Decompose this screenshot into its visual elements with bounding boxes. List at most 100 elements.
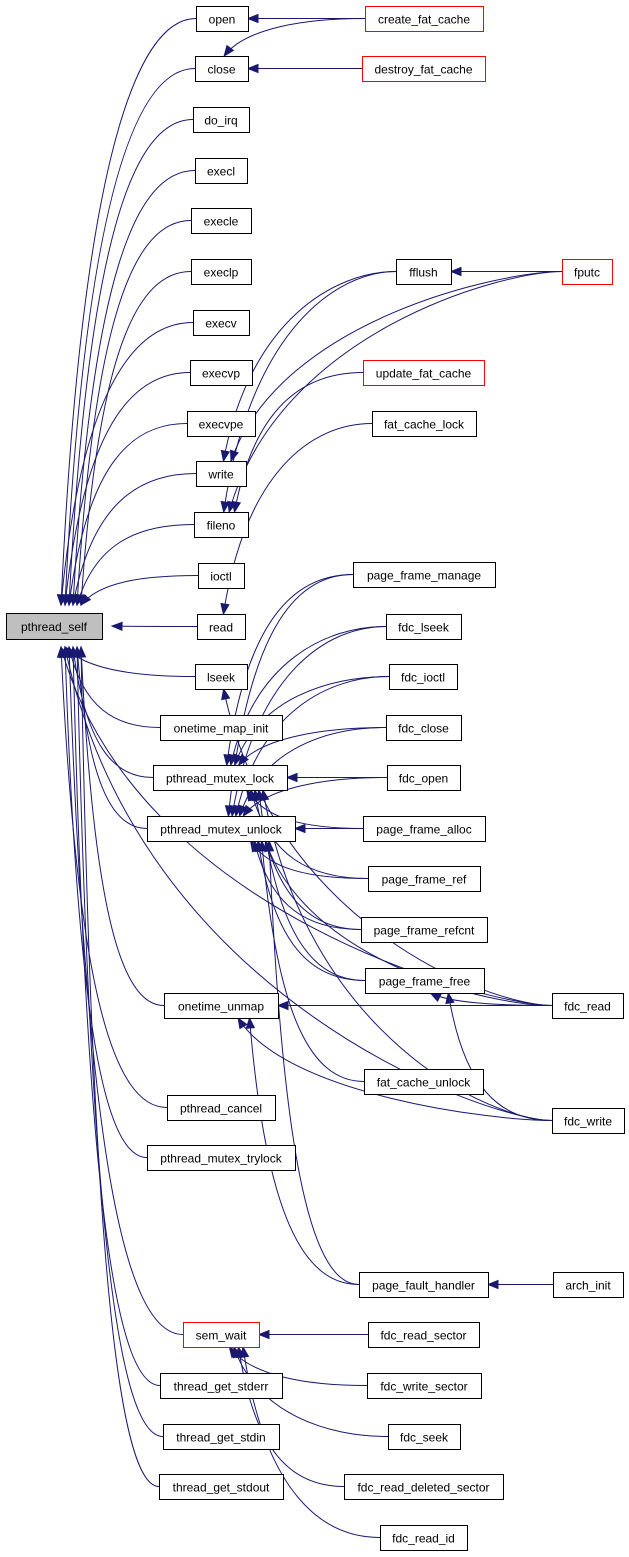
node-box[interactable] [344,1474,504,1500]
node-execle[interactable]: execle [191,208,252,234]
node-box[interactable] [365,6,484,32]
node-box[interactable] [167,1095,276,1121]
node-box[interactable] [195,158,248,184]
node-close[interactable]: close [195,56,249,82]
node-box[interactable] [191,259,252,285]
node-do-irq[interactable]: do_irq [193,107,250,133]
node-box[interactable] [386,614,462,640]
node-box[interactable] [552,993,624,1019]
node-onetime-map-init[interactable]: onetime_map_init [160,715,283,741]
node-box[interactable] [187,411,256,437]
node-fdc-ioctl[interactable]: fdc_ioctl [389,664,458,690]
node-box[interactable] [163,1424,280,1450]
node-box[interactable] [359,1272,489,1298]
node-box[interactable] [198,563,245,589]
node-box[interactable] [363,360,485,386]
node-box[interactable] [387,765,461,791]
node-box[interactable] [388,1424,461,1450]
node-page-frame-alloc[interactable]: page_frame_alloc [363,816,486,842]
node-box[interactable] [368,866,481,892]
node-box[interactable] [380,1525,468,1551]
node-box[interactable] [193,310,250,336]
node-execvpe[interactable]: execvpe [187,411,256,437]
node-destroy-fat-cache[interactable]: destroy_fat_cache [362,56,486,82]
node-lseek[interactable]: lseek [195,664,248,690]
node-box[interactable] [368,1322,480,1348]
node-box[interactable] [147,1145,296,1171]
node-box[interactable] [147,816,296,842]
node-page-frame-manage[interactable]: page_frame_manage [353,562,496,588]
node-page-frame-ref[interactable]: page_frame_ref [368,866,481,892]
node-box[interactable] [197,614,246,640]
node-box[interactable] [367,1373,482,1399]
node-fat-cache-lock[interactable]: fat_cache_lock [372,411,477,437]
node-box[interactable] [553,1272,624,1298]
node-fat-cache-unlock[interactable]: fat_cache_unlock [364,1069,484,1095]
node-pthread-mutex-unlock[interactable]: pthread_mutex_unlock [147,816,296,842]
node-sem-wait[interactable]: sem_wait [183,1322,260,1348]
node-pthread-cancel[interactable]: pthread_cancel [167,1095,276,1121]
node-fdc-read[interactable]: fdc_read [552,993,624,1019]
node-page-frame-refcnt[interactable]: page_frame_refcnt [361,917,488,943]
node-fileno[interactable]: fileno [194,512,249,538]
node-box[interactable] [353,562,496,588]
node-box[interactable] [160,715,283,741]
node-execv[interactable]: execv [193,310,250,336]
node-ioctl[interactable]: ioctl [198,563,245,589]
node-onetime-unmap[interactable]: onetime_unmap [164,993,279,1019]
node-execlp[interactable]: execlp [191,259,252,285]
node-execvp[interactable]: execvp [190,360,253,386]
node-box[interactable] [191,208,252,234]
node-open[interactable]: open [196,6,249,32]
node-box[interactable] [160,1373,283,1399]
node-pthread-mutex-lock[interactable]: pthread_mutex_lock [153,765,288,791]
node-fdc-close[interactable]: fdc_close [386,715,462,741]
node-box[interactable] [159,1474,284,1500]
node-box[interactable] [372,411,477,437]
node-thread-get-stdin[interactable]: thread_get_stdin [163,1424,280,1450]
node-pthread-self[interactable]: pthread_self [6,613,103,640]
node-page-frame-free[interactable]: page_frame_free [365,968,485,994]
node-box[interactable] [164,993,279,1019]
node-box[interactable] [194,512,249,538]
node-fdc-open[interactable]: fdc_open [387,765,461,791]
node-box[interactable] [562,259,613,285]
node-fflush[interactable]: fflush [396,259,452,285]
node-fdc-lseek[interactable]: fdc_lseek [386,614,462,640]
node-arch-init[interactable]: arch_init [553,1272,624,1298]
node-box[interactable] [6,613,103,640]
node-fdc-seek[interactable]: fdc_seek [388,1424,461,1450]
node-box[interactable] [362,56,486,82]
node-box[interactable] [183,1322,260,1348]
node-execl[interactable]: execl [195,158,248,184]
node-box[interactable] [363,816,486,842]
node-page-fault-handler[interactable]: page_fault_handler [359,1272,489,1298]
node-fdc-write[interactable]: fdc_write [552,1108,625,1134]
node-box[interactable] [361,917,488,943]
node-box[interactable] [193,107,250,133]
node-box[interactable] [552,1108,625,1134]
node-box[interactable] [196,6,249,32]
node-thread-get-stdout[interactable]: thread_get_stdout [159,1474,284,1500]
node-fdc-write-sector[interactable]: fdc_write_sector [367,1373,482,1399]
node-fputc[interactable]: fputc [562,259,613,285]
node-fdc-read-id[interactable]: fdc_read_id [380,1525,468,1551]
node-box[interactable] [396,259,452,285]
node-box[interactable] [153,765,288,791]
node-pthread-mutex-trylock[interactable]: pthread_mutex_trylock [147,1145,296,1171]
node-fdc-read-sector[interactable]: fdc_read_sector [368,1322,480,1348]
node-box[interactable] [195,56,249,82]
node-thread-get-stderr[interactable]: thread_get_stderr [160,1373,283,1399]
node-box[interactable] [190,360,253,386]
node-box[interactable] [364,1069,484,1095]
node-box[interactable] [365,968,485,994]
node-update-fat-cache[interactable]: update_fat_cache [363,360,485,386]
node-write[interactable]: write [196,461,247,487]
node-box[interactable] [196,461,247,487]
node-box[interactable] [389,664,458,690]
node-fdc-read-deleted-sector[interactable]: fdc_read_deleted_sector [344,1474,504,1500]
node-create-fat-cache[interactable]: create_fat_cache [365,6,484,32]
node-box[interactable] [195,664,248,690]
node-read[interactable]: read [197,614,246,640]
node-box[interactable] [386,715,462,741]
